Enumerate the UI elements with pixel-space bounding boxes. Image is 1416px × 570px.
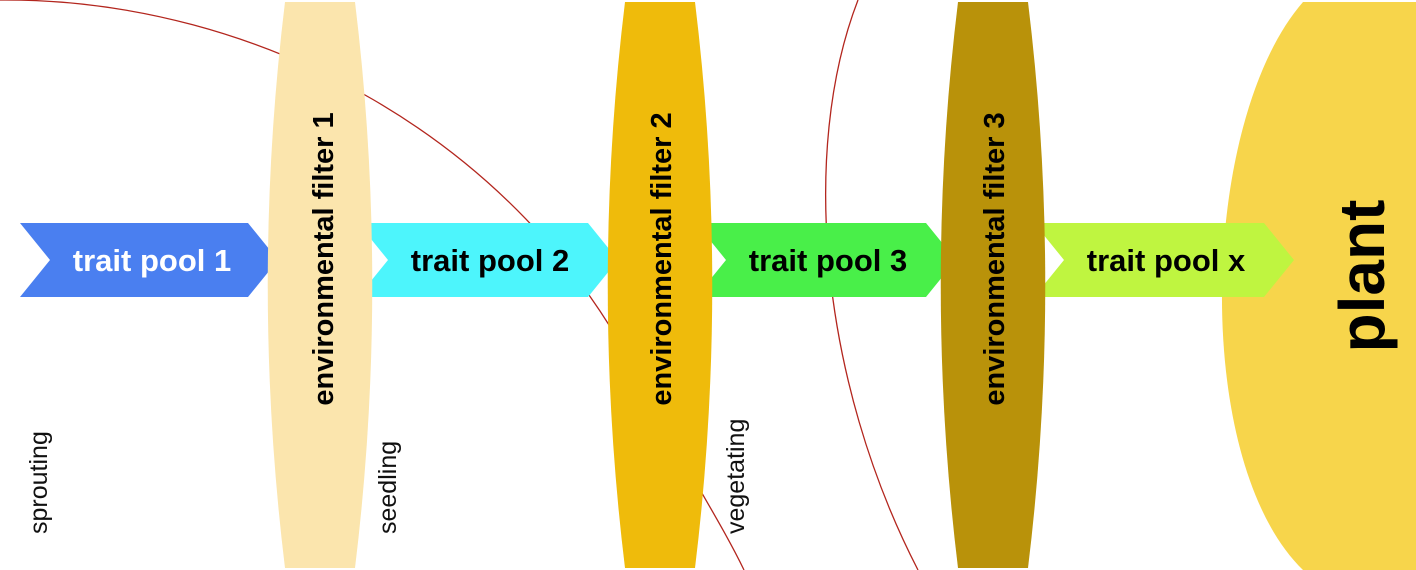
plant-shape bbox=[1221, 2, 1416, 570]
trait-pool-2-label: trait pool 2 bbox=[411, 243, 569, 278]
trait-pool-x-label: trait pool x bbox=[1087, 243, 1246, 278]
environmental-filter-1-shape bbox=[267, 2, 373, 568]
trait-pool-1-label: trait pool 1 bbox=[73, 243, 231, 278]
trait-pool-3-label: trait pool 3 bbox=[749, 243, 907, 278]
environmental-filter-2-shape bbox=[607, 2, 713, 568]
environmental-filter-1-label: environmental filter 1 bbox=[308, 112, 340, 405]
stage-label-vegetating: vegetating bbox=[722, 419, 750, 534]
environmental-filter-2-label: environmental filter 2 bbox=[646, 112, 678, 405]
trait-pool-3-arrow bbox=[696, 223, 956, 297]
environmental-filter-3-shape bbox=[940, 2, 1046, 568]
plant-label: plant bbox=[1326, 200, 1398, 353]
trait-pool-1-arrow bbox=[20, 223, 278, 297]
stage-label-sprouting: sprouting bbox=[25, 431, 53, 534]
trait-pool-2-arrow bbox=[358, 223, 618, 297]
environmental-filter-3-label: environmental filter 3 bbox=[979, 112, 1011, 405]
trait-pool-x-arrow bbox=[1034, 223, 1294, 297]
stage-label-seedling: seedling bbox=[374, 441, 402, 534]
